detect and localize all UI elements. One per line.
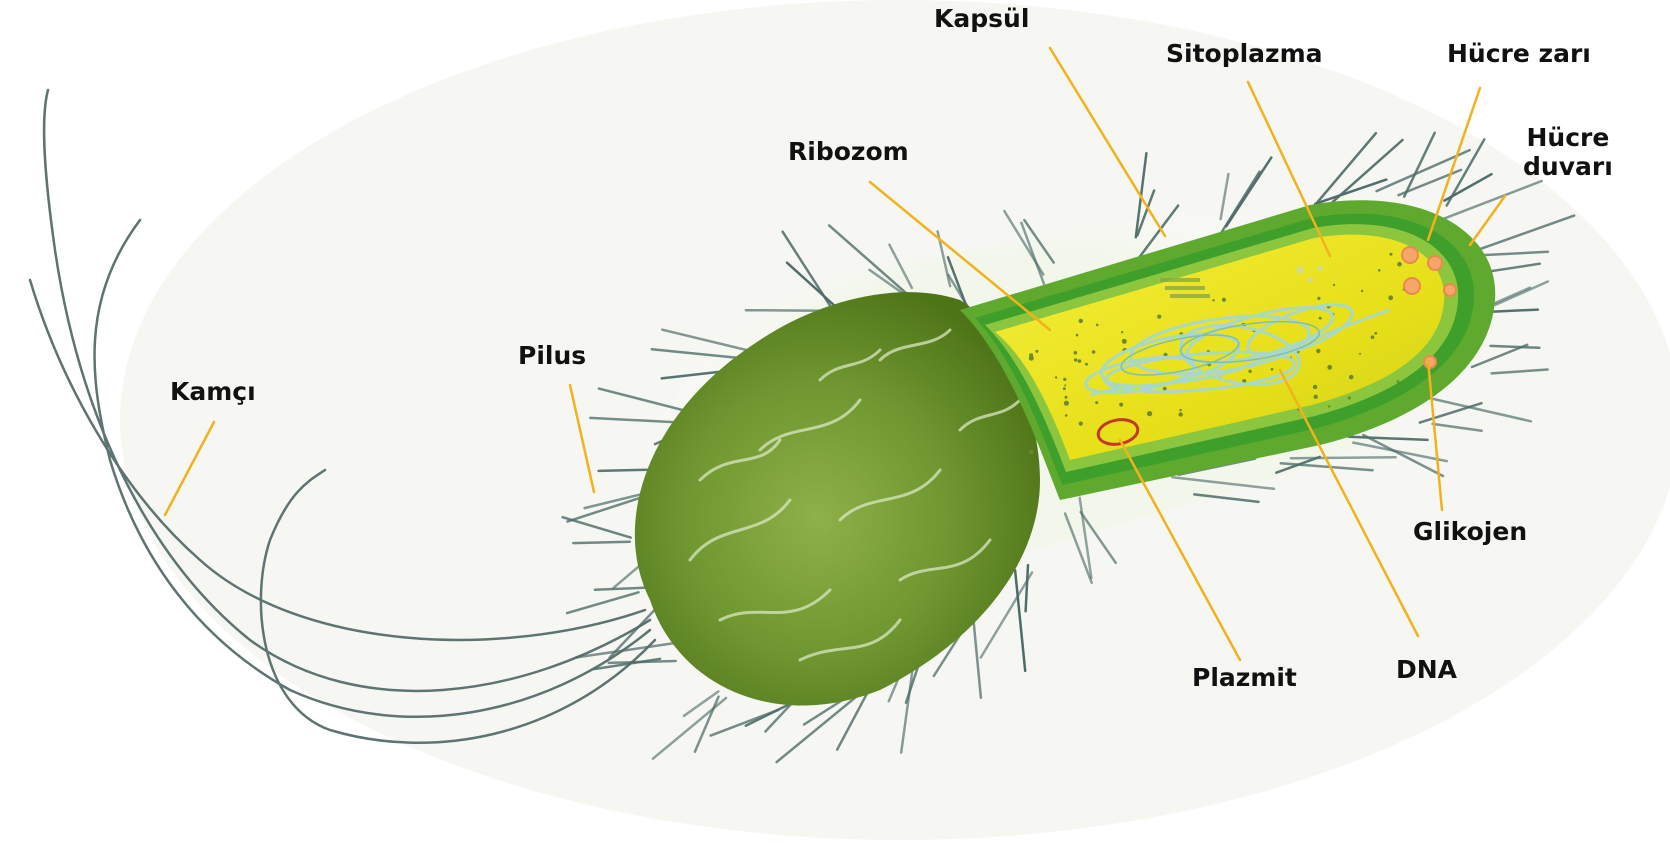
ribosome-dot [1316,349,1320,353]
ribosome-dot [1397,262,1402,267]
ribosome-dot [1079,422,1083,426]
ribosome-dot [1327,365,1332,370]
ribosome-dot [1359,353,1361,355]
label-hucre-duvari: Hücre duvarı [1523,124,1613,182]
ribosome-dot [1390,253,1393,256]
ribosome-dot [1361,290,1363,292]
ribosome-dot [1065,414,1068,417]
ribosome-dot [1074,351,1078,355]
ribosome-dot [1064,401,1069,406]
ribosome-dot [1179,412,1183,416]
ribosome-dot [1388,295,1393,300]
ribosome-dot [1378,269,1381,272]
label-glikojen: Glikojen [1413,518,1527,547]
label-kapsul: Kapsül [934,5,1029,34]
ribosome-dot [1147,411,1152,416]
ribosome-dot [1035,350,1038,353]
ribosome-dot [1348,396,1351,399]
ribosome-dot [1374,332,1377,335]
label-pilus: Pilus [518,342,586,371]
ribosome-dot [1079,319,1083,323]
ribosome-dot [1029,356,1034,361]
ribosome-dot [1157,315,1161,319]
ribosome-dot [1078,359,1082,363]
ribosome-dot [1163,387,1167,391]
label-hucre-zari: Hücre zarı [1447,40,1591,69]
ribosome-dot [1397,380,1400,383]
label-ribozom: Ribozom [788,138,909,167]
ribosome-dot [1222,298,1226,302]
ribosome-dot [1074,358,1077,361]
label-plazmit: Plazmit [1192,664,1297,693]
ribosome-dot [1371,335,1375,339]
ribosome-dot [1064,384,1066,386]
ribosome-dot [1092,350,1096,354]
pilus-strand [573,542,629,543]
ribosome-dot [1248,370,1251,373]
label-sitoplazma: Sitoplazma [1166,40,1323,69]
ribosome-dot [1063,378,1066,381]
ribosome-dot [1349,375,1354,380]
label-dna: DNA [1396,656,1457,685]
label-kamci: Kamçı [170,378,256,407]
ribosome-dot [1313,385,1317,389]
label-hucre-duvari-line2: duvarı [1523,153,1613,182]
ribosome-dot [1319,317,1322,320]
ribosome-dot [1096,324,1099,327]
ribosome-dot [1063,387,1066,390]
ribosome-dot [1029,450,1033,454]
ribosome-dot [1328,405,1330,407]
ribosome-dot [1055,376,1057,378]
pilus-strand [746,310,825,311]
ribosome-dot [1095,401,1098,404]
ribosome-dot [1271,368,1274,371]
ribosome-dot [1333,284,1335,286]
pilus-strand [1291,457,1396,458]
ribosome-dot [1065,396,1068,399]
ribosome-dot [1179,409,1181,411]
ribosome-dot [1212,299,1214,301]
ribosome-dot [1122,339,1127,344]
ribosome-dot [1317,297,1320,300]
ribosome-dot [1119,403,1123,407]
ribosome-dot [1121,331,1123,333]
pilus-strand [599,470,655,471]
label-hucre-duvari-line1: Hücre [1523,124,1613,153]
ribosome-dot [1314,395,1318,399]
ribosome-dot [1076,334,1079,337]
ribosome-dot [1085,363,1088,366]
